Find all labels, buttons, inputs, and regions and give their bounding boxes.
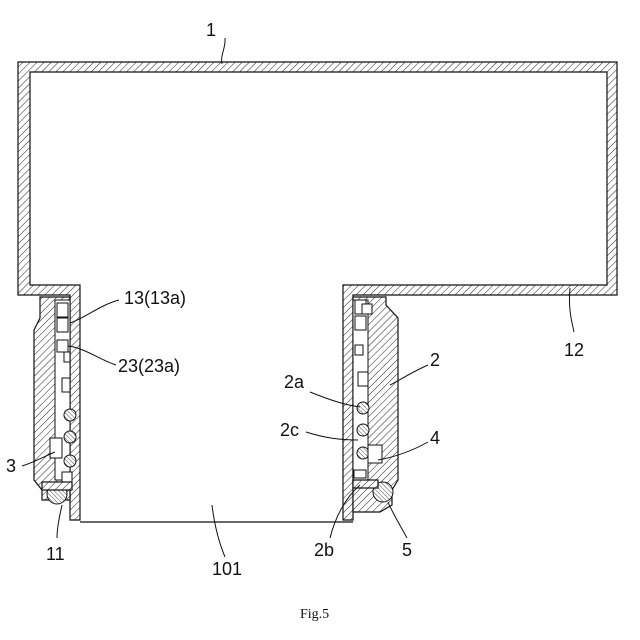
left-block-13: [57, 303, 68, 317]
left-ball-2: [64, 431, 76, 443]
left-ball-3: [64, 455, 76, 467]
left-block-23: [57, 340, 68, 352]
right-ball-1: [357, 402, 369, 414]
label-2a: 2a: [284, 372, 305, 392]
left-block-23b: [64, 352, 70, 362]
label-12: 12: [564, 340, 584, 360]
right-foot: [353, 480, 378, 488]
leader-11: [57, 505, 62, 538]
label-5: 5: [402, 540, 412, 560]
left-foot: [42, 482, 72, 490]
label-2b: 2b: [314, 540, 334, 560]
label-3: 3: [6, 456, 16, 476]
label-2c: 2c: [280, 420, 299, 440]
left-ring-3: [50, 438, 62, 458]
label-11: 11: [46, 544, 65, 564]
label-101: 101: [212, 559, 242, 579]
left-base: [62, 472, 72, 482]
left-ball-1: [64, 409, 76, 421]
leader-1: [222, 38, 226, 64]
leader-101: [212, 505, 225, 557]
right-base: [354, 470, 366, 478]
leader-5: [388, 502, 407, 538]
figure-caption: Fig.5: [300, 607, 329, 622]
label-13: 13(13a): [124, 288, 186, 308]
label-1: 1: [206, 20, 216, 40]
right-ring-4: [368, 445, 382, 463]
right-ball-2: [357, 424, 369, 436]
label-4: 4: [430, 428, 440, 448]
right-block-4: [355, 345, 363, 355]
label-23: 23(23a): [118, 356, 180, 376]
right-block-3: [355, 316, 366, 330]
right-block-5: [358, 372, 368, 386]
left-block-mid: [62, 378, 70, 392]
right-ball-3: [357, 447, 369, 459]
label-2: 2: [430, 350, 440, 370]
left-block-13b: [57, 318, 68, 332]
housing-inner-outline: [30, 72, 607, 285]
housing-wall: [18, 62, 617, 520]
right-block-2: [362, 304, 372, 314]
